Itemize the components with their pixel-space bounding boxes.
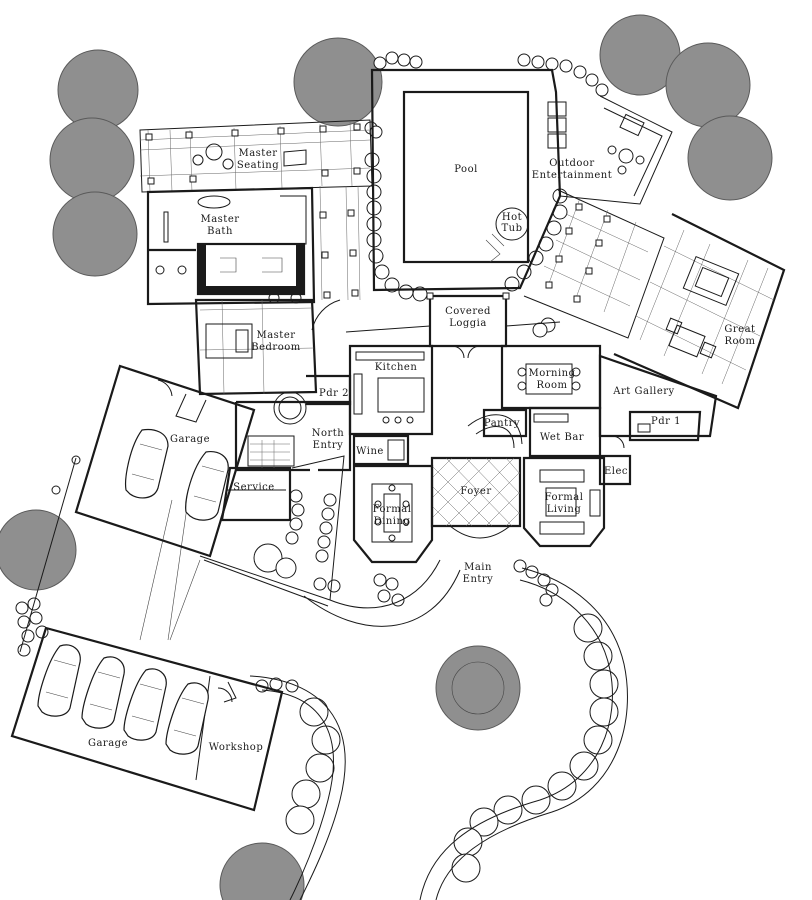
entry-rooms (352, 408, 606, 564)
label-pool: Pool (454, 164, 478, 175)
shrubs (15, 51, 619, 883)
label-service: Service (233, 482, 274, 493)
master-bedroom (194, 292, 341, 396)
north-entry-area (220, 374, 352, 522)
label-workshop: Workshop (209, 742, 263, 753)
label-foyer: Foyer (460, 486, 491, 497)
great-room (523, 189, 786, 410)
master-bath (146, 186, 316, 306)
label-wet-bar: Wet Bar (540, 432, 584, 443)
label-pdr2: Pdr 2 (319, 388, 349, 399)
master-seating-pergola (139, 119, 373, 301)
label-pantry: Pantry (484, 418, 520, 429)
label-garage-lower: Garage (88, 738, 128, 749)
outdoor-entertainment (559, 95, 673, 205)
garage-upper (74, 364, 256, 558)
label-wine: Wine (356, 446, 384, 457)
label-art-gallery: Art Gallery (612, 386, 674, 397)
label-kitchen: Kitchen (375, 362, 418, 373)
label-garage-upper: Garage (170, 434, 210, 445)
driveway (139, 499, 628, 900)
property-lines (19, 455, 345, 653)
garage-lower (10, 626, 284, 812)
large-trees (0, 14, 773, 900)
gallery-wing (528, 354, 718, 486)
pool-area (370, 68, 567, 292)
label-elec: Elec (604, 466, 628, 477)
label-pdr1: Pdr 1 (651, 416, 681, 427)
